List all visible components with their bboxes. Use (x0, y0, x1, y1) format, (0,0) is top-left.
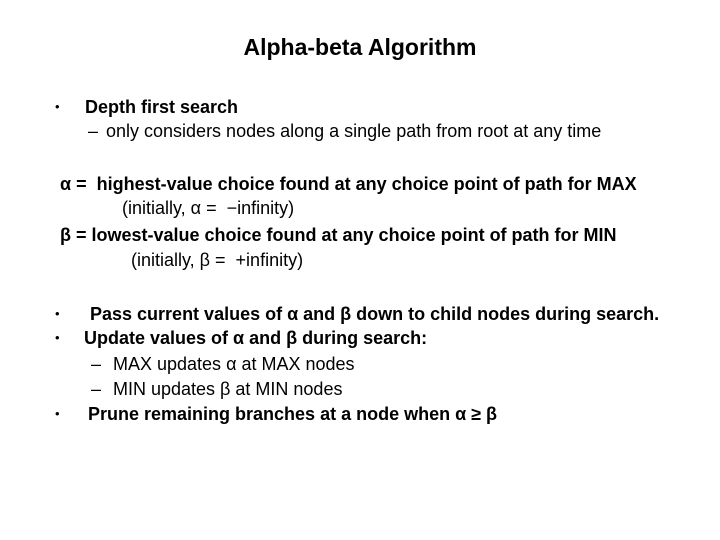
subbullet-max-updates: – MAX updates α at MAX nodes (0, 351, 720, 377)
bullet-icon: • (55, 330, 60, 345)
alpha-definition-text: α = highest-value choice found at any ch… (60, 174, 637, 194)
alpha-definition: α = highest-value choice found at any ch… (0, 171, 720, 197)
subbullet-single-path: – only considers nodes along a single pa… (0, 118, 720, 144)
dash-icon: – (88, 121, 99, 141)
bullet-pass-values: • Pass current values of α and β down to… (0, 301, 720, 327)
bullet-update-values-text: Update values of α and β during search: (84, 328, 428, 348)
bullet-icon: • (55, 406, 60, 421)
beta-initial-value-text: (initially, β = +infinity) (131, 250, 304, 270)
slide-title: Alpha-beta Algorithm (243, 34, 477, 60)
alpha-initial-value-text: (initially, α = −infinity) (122, 198, 295, 218)
beta-definition-text: β = lowest-value choice found at any cho… (60, 225, 617, 245)
bullet-prune-branches-text: Prune remaining branches at a node when … (88, 404, 498, 424)
bullet-depth-first-search: • Depth first search (0, 94, 720, 120)
dash-icon: – (91, 379, 102, 399)
bullet-depth-first-search-text: Depth first search (85, 97, 239, 117)
bullet-icon: • (55, 306, 60, 321)
beta-initial-value: (initially, β = +infinity) (0, 247, 720, 273)
subbullet-single-path-text: only considers nodes along a single path… (106, 121, 602, 141)
bullet-update-values: • Update values of α and β during search… (0, 325, 720, 351)
subbullet-min-updates: – MIN updates β at MIN nodes (0, 376, 720, 402)
alpha-initial-value: (initially, α = −infinity) (0, 195, 720, 221)
bullet-pass-values-text: Pass current values of α and β down to c… (90, 304, 660, 324)
subbullet-max-updates-text: MAX updates α at MAX nodes (113, 354, 355, 374)
dash-icon: – (91, 354, 102, 374)
bullet-prune-branches: • Prune remaining branches at a node whe… (0, 401, 720, 427)
subbullet-min-updates-text: MIN updates β at MIN nodes (113, 379, 343, 399)
bullet-icon: • (55, 99, 60, 114)
beta-definition: β = lowest-value choice found at any cho… (0, 222, 720, 248)
